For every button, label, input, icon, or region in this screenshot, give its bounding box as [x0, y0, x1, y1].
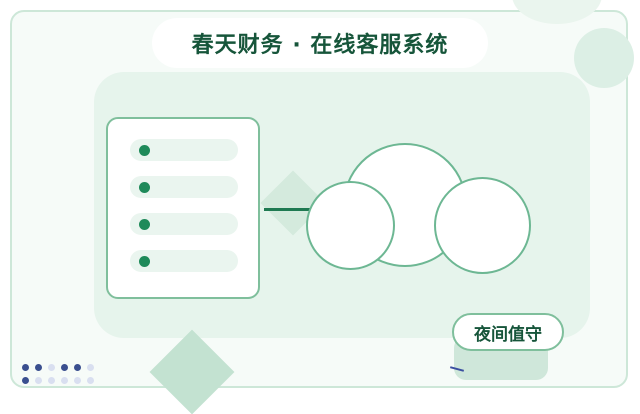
decor-circle-right — [574, 28, 634, 88]
grid-dot — [87, 364, 94, 371]
grid-dot — [22, 364, 29, 371]
cloud-circle-left — [306, 181, 395, 270]
list-row — [130, 213, 238, 235]
grid-dot — [35, 377, 42, 384]
title-pill: 春天财务 · 在线客服系统 — [152, 18, 488, 68]
grid-dot — [48, 377, 55, 384]
connector-line — [264, 208, 331, 211]
grid-dot — [35, 364, 42, 371]
grid-dot — [48, 364, 55, 371]
grid-dot — [22, 377, 29, 384]
list-dot — [139, 182, 150, 193]
grid-dot — [61, 377, 68, 384]
list-dot — [139, 145, 150, 156]
list-dot — [139, 219, 150, 230]
list-dot — [139, 256, 150, 267]
grid-dot — [61, 364, 68, 371]
grid-dot — [74, 377, 81, 384]
grid-dot — [87, 377, 94, 384]
list-row — [130, 176, 238, 198]
chat-list-icon — [106, 117, 260, 299]
cloud-circle-right — [434, 177, 531, 274]
grid-dot — [74, 364, 81, 371]
page-title: 春天财务 · 在线客服系统 — [191, 33, 449, 58]
list-row — [130, 250, 238, 272]
badge-label: 夜间值守 — [474, 324, 542, 345]
night-duty-badge: 夜间值守 — [452, 313, 564, 351]
list-row — [130, 139, 238, 161]
